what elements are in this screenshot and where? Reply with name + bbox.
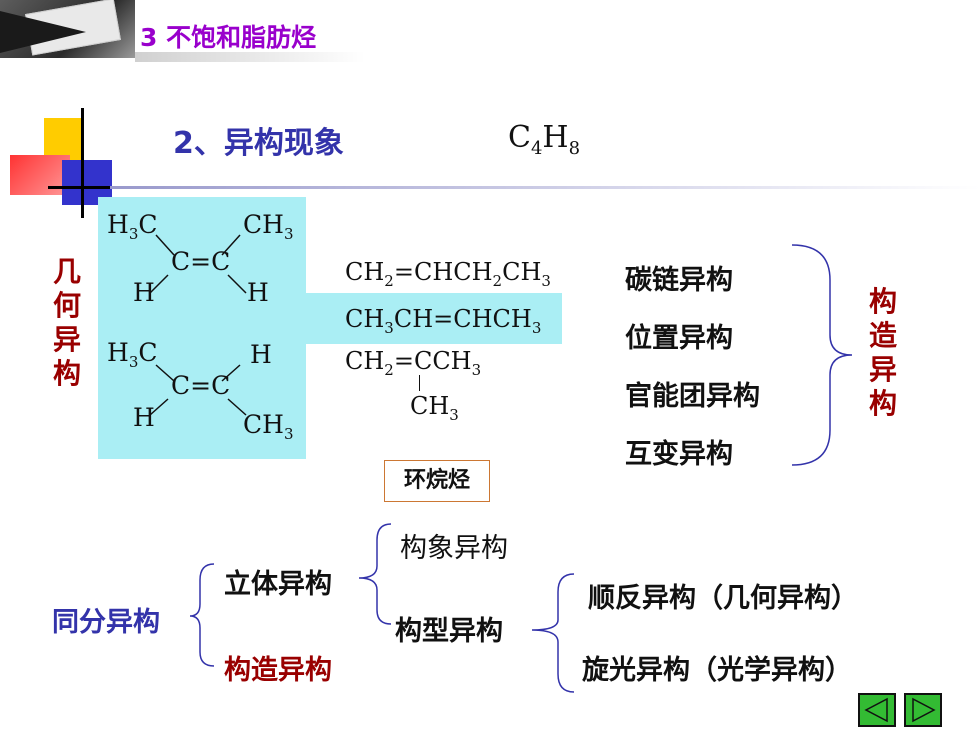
cis-h-right: H: [247, 278, 269, 307]
next-slide-button[interactable]: [904, 693, 942, 727]
highlight-bar: [306, 293, 562, 344]
header-title: 3 不饱和脂肪烃: [140, 23, 317, 52]
functional-group-isomer: 官能团异构: [625, 381, 760, 412]
triangle-right-icon: [912, 697, 936, 723]
cis-double-bond: C=C: [171, 247, 231, 276]
configurational-isomer: 构型异构: [395, 616, 503, 647]
formula-1-butene: CH2=CHCH2CH3: [345, 258, 551, 290]
trans-h-right: H: [250, 340, 272, 369]
section-title: 2、异构现象: [173, 126, 344, 161]
constitutional-isomer: 构造异构: [224, 655, 332, 686]
formula-isobutene: CH2=CCH3: [345, 347, 482, 379]
cis-trans-isomer: 顺反异构（几何异构）: [588, 583, 858, 614]
right-brace: [791, 244, 853, 466]
conformational-isomer: 构象异构: [400, 533, 508, 564]
triangle-left-icon: [864, 697, 888, 723]
bond-lines: [149, 234, 247, 416]
carbon-chain-isomer: 碳链异构: [625, 265, 733, 296]
cis-h-left: H: [133, 278, 155, 307]
decor-horizontal-line: [48, 186, 128, 189]
stereo-brace: [358, 523, 392, 625]
title-rule: [110, 186, 980, 189]
optical-isomer: 旋光异构（光学异构）: [582, 655, 852, 686]
geometric-isomer-vertical-label: 几何异构: [52, 255, 81, 390]
formula-2-butene: CH3CH=CHCH3: [345, 305, 542, 337]
branch-bond: [419, 375, 420, 391]
molecular-formula: C4H8: [508, 120, 581, 159]
decor-vertical-line: [81, 108, 84, 218]
stereoisomer: 立体异构: [224, 569, 332, 600]
prev-slide-button[interactable]: [858, 693, 896, 727]
tautomer-isomer: 互变异构: [625, 439, 733, 470]
trans-h3c: H3C: [107, 338, 158, 371]
position-isomer: 位置异构: [625, 323, 733, 354]
config-brace: [531, 573, 575, 693]
logo: [0, 0, 135, 58]
cycloalkane-tag: 环烷烃: [384, 460, 490, 502]
cis-h3c: H3C: [107, 210, 158, 243]
formula-isobutene-branch: CH3: [410, 392, 459, 424]
constitutional-vertical-label: 构造异构: [868, 285, 897, 420]
root-brace: [189, 563, 215, 667]
header-strip: [135, 52, 365, 62]
trans-h-left: H: [133, 403, 155, 432]
geometric-isomer-box: [98, 197, 306, 459]
trans-ch3: CH3: [243, 410, 294, 443]
trans-double-bond: C=C: [171, 371, 231, 400]
decor-red-square: [10, 155, 70, 195]
cis-ch3: CH3: [243, 210, 294, 243]
isomerism-root: 同分异构: [52, 607, 160, 638]
